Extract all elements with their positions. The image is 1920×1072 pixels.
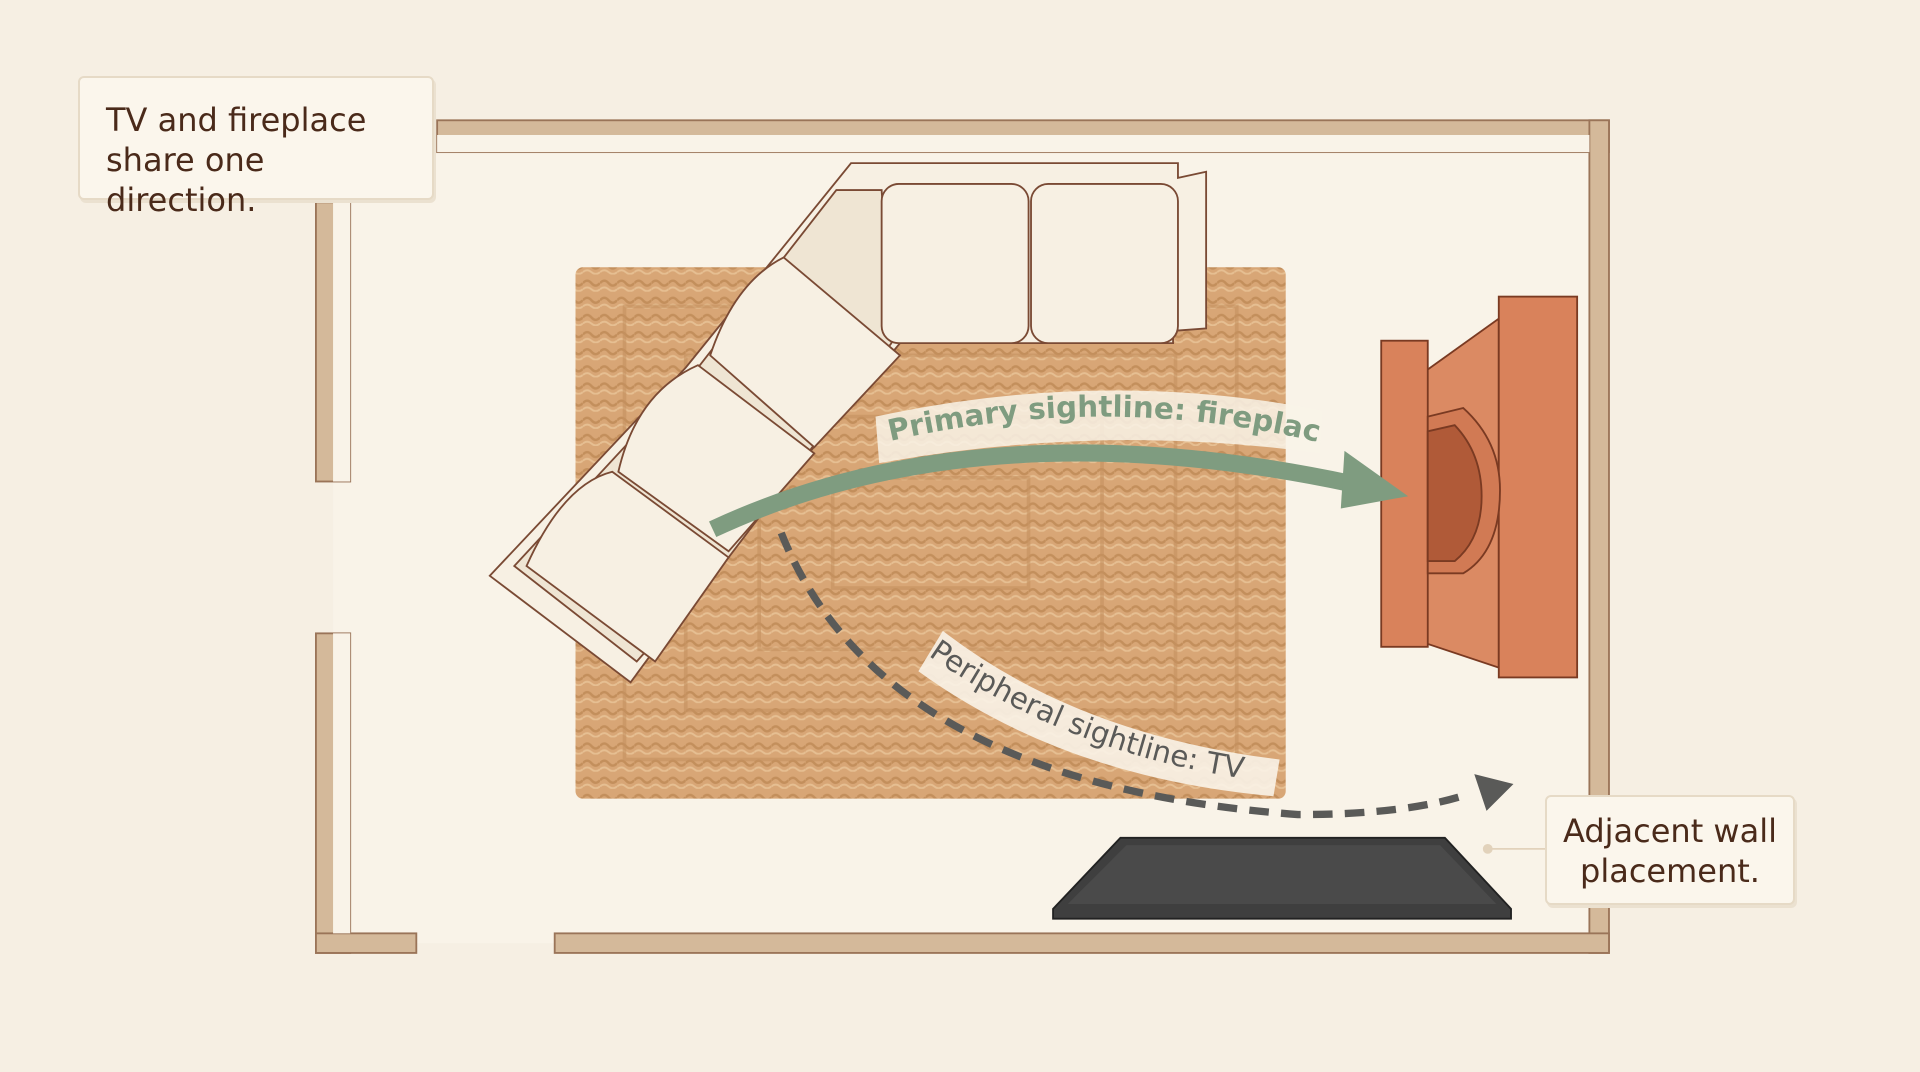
callout-line: Adjacent wall bbox=[1563, 812, 1777, 850]
callout-leader-dot bbox=[1482, 843, 1493, 854]
primary-arrowhead-icon bbox=[1340, 450, 1409, 509]
callout-line: share one direction. bbox=[106, 141, 265, 219]
peripheral-sightline-arrow bbox=[777, 531, 1471, 819]
sectional-sofa bbox=[488, 162, 1208, 684]
callout-adjacent-wall: Adjacent wall placement. bbox=[1545, 795, 1795, 905]
callout-line: TV and fireplace bbox=[106, 101, 367, 139]
fireplace bbox=[1380, 295, 1579, 679]
tv bbox=[1052, 836, 1512, 920]
primary-sightline-arrow bbox=[709, 444, 1355, 538]
callout-tv-fireplace: TV and fireplace share one direction. bbox=[78, 76, 434, 219]
callout-line: placement. bbox=[1580, 852, 1760, 890]
peripheral-arrowhead-icon bbox=[1474, 774, 1514, 811]
